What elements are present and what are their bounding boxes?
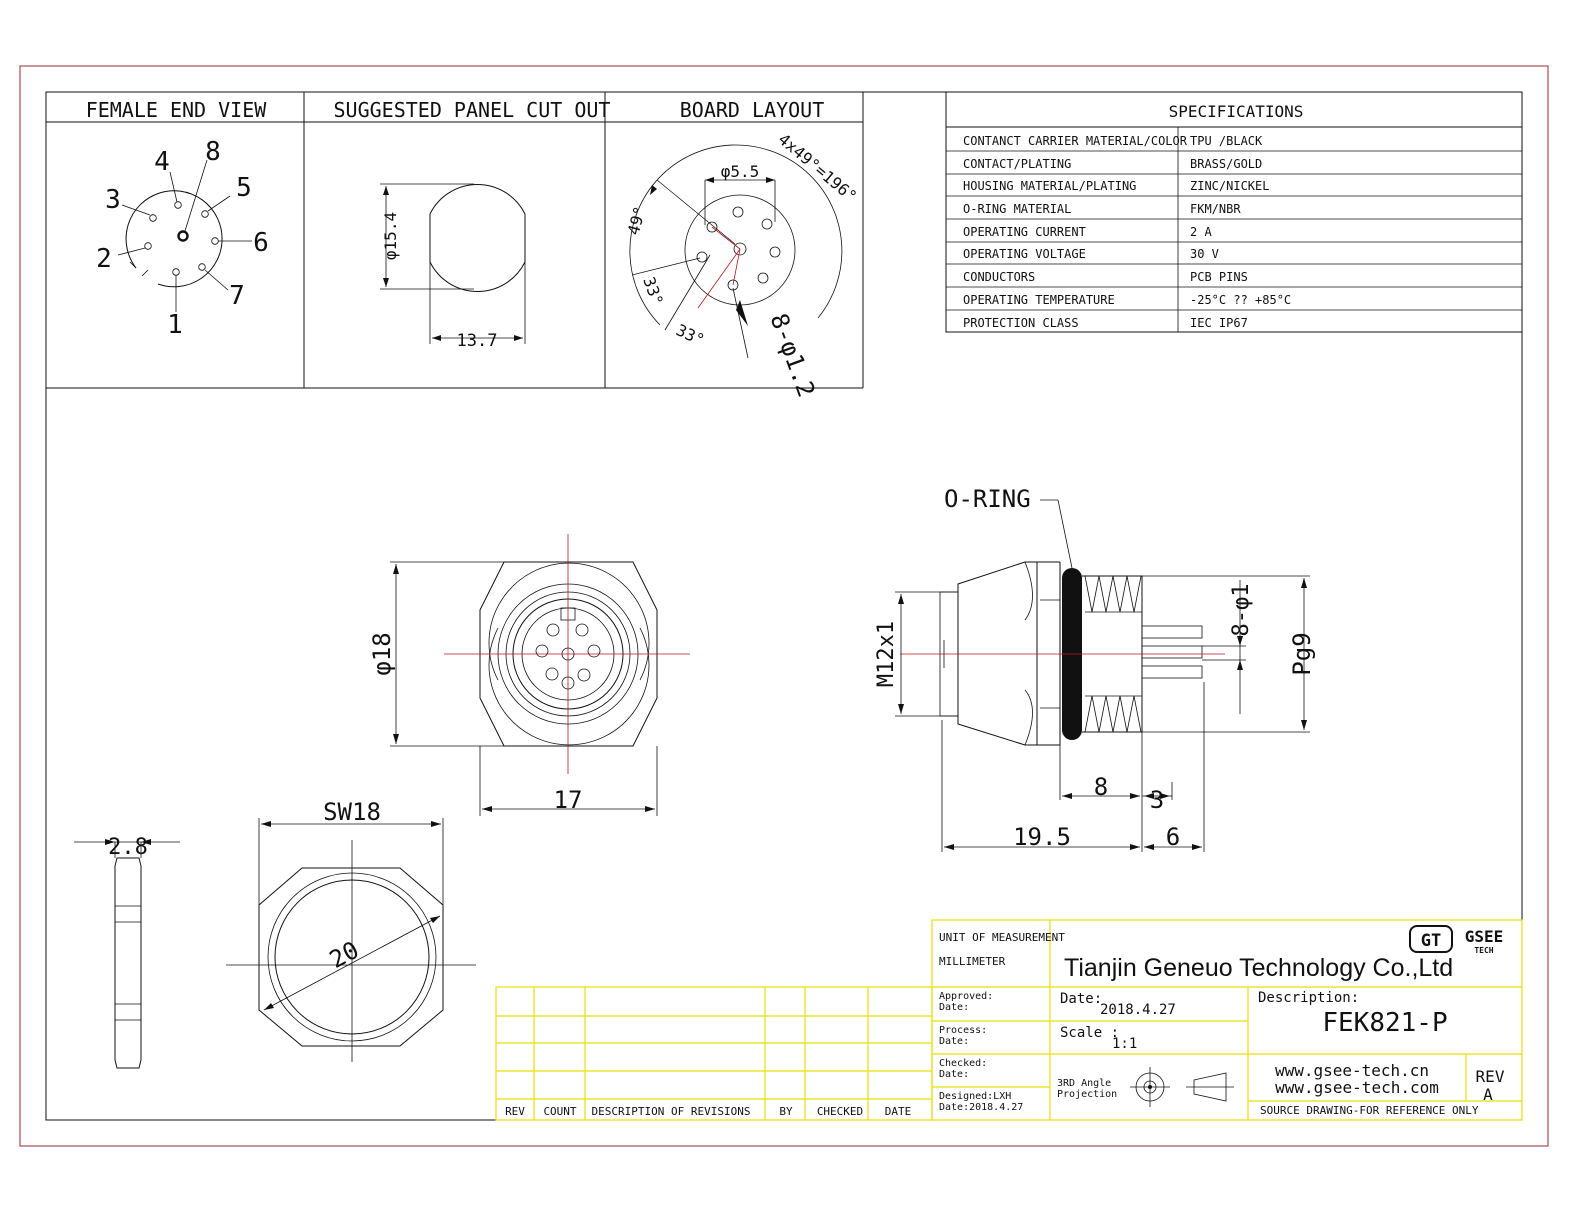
approved-label: Approved: <box>939 991 993 1002</box>
spec-value: 2 A <box>1190 225 1212 239</box>
checked-label: Checked: <box>939 1058 987 1069</box>
company-name: Tianjin Geneuo Technology Co.,Ltd <box>1064 954 1453 982</box>
oring-label: O-RING <box>944 485 1031 513</box>
designed-date-label: Date:2018.4.27 <box>939 1102 1023 1113</box>
logo-text: GSEE <box>1465 927 1504 946</box>
spec-label: CONTANCT CARRIER MATERIAL/COLOR <box>963 134 1188 148</box>
description-value: FEK821-P <box>1322 1008 1447 1038</box>
checked-date-label: Date: <box>939 1069 969 1080</box>
side-view: O-RING M12x1 Pg9 8-φ1 8 3 19.5 6 <box>874 485 1316 852</box>
title-block: UNIT OF MEASUREMENT MILLIMETER Tianjin G… <box>931 919 1523 1121</box>
nut-diameter-dim: 20 <box>325 936 364 974</box>
view-panels: FEMALE END VIEW SUGGESTED PANEL CUT OUT … <box>46 92 864 389</box>
front-width-dim: 17 <box>554 786 583 814</box>
spec-value: IEC IP67 <box>1190 316 1248 330</box>
pin-7-label: 7 <box>229 281 245 311</box>
female-end-view-title: FEMALE END VIEW <box>86 98 268 122</box>
spec-value: TPU /BLACK <box>1190 134 1263 148</box>
spec-value: BRASS/GOLD <box>1190 157 1262 171</box>
revisions-table: REV COUNT DESCRIPTION OF REVISIONS BY CH… <box>495 986 933 1121</box>
scale-label: Scale : <box>1060 1025 1119 1041</box>
nut-thickness-dim: 2.8 <box>108 835 148 860</box>
pin-4-label: 4 <box>154 147 170 177</box>
rev-label: REV <box>1476 1067 1505 1086</box>
panel-cut-out-view: φ15.4 13.7 <box>380 183 526 351</box>
projection-symbol-icon <box>1130 1067 1234 1107</box>
scale-value: 1:1 <box>1112 1036 1137 1052</box>
female-end-view: 1 2 3 4 5 6 7 8 <box>96 137 269 340</box>
dim-19-5: 19.5 <box>1013 823 1071 851</box>
pin-3-label: 3 <box>105 185 121 215</box>
spec-label: OPERATING VOLTAGE <box>963 247 1086 261</box>
description-header: DESCRIPTION OF REVISIONS <box>592 1105 751 1118</box>
pin-6-label: 6 <box>253 228 269 258</box>
spec-value: 30 V <box>1190 247 1219 261</box>
spec-value: -25°C ?? +85°C <box>1190 293 1291 307</box>
specifications-title: SPECIFICATIONS <box>1169 102 1304 121</box>
board-holes-dim: 8-φ1.2 <box>765 310 821 401</box>
spec-value: ZINC/NICKEL <box>1190 179 1269 193</box>
front-view: φ18 17 <box>368 534 690 816</box>
nut-front-view: SW18 20 <box>226 798 476 1062</box>
description-label: Description: <box>1258 990 1359 1006</box>
nut-side-view: 2.8 <box>74 835 180 1069</box>
nut-sw-dim: SW18 <box>323 798 381 826</box>
pg-dim: Pg9 <box>1288 632 1316 675</box>
logo-sub: TECH <box>1474 946 1493 955</box>
front-diameter-dim: φ18 <box>368 632 396 675</box>
board-layout-title: BOARD LAYOUT <box>680 98 825 122</box>
dim-8: 8 <box>1094 773 1108 801</box>
board-layout-view: φ5.5 4x49°=196° 49° 33° 33° 8-φ1.2 <box>624 130 861 401</box>
pin-1-label: 1 <box>167 310 183 340</box>
count-header: COUNT <box>543 1105 576 1118</box>
url-1: www.gsee-tech.cn <box>1275 1061 1429 1080</box>
pin-2-label: 2 <box>96 244 112 274</box>
board-center-dim: φ5.5 <box>721 162 760 181</box>
spec-value: PCB PINS <box>1190 270 1248 284</box>
spec-label: O-RING MATERIAL <box>963 202 1071 216</box>
by-header: BY <box>779 1105 793 1118</box>
panel-cut-out-title: SUGGESTED PANEL CUT OUT <box>334 98 611 122</box>
board-angle-c: 33° <box>673 320 707 349</box>
reference-note: SOURCE DRAWING-FOR REFERENCE ONLY <box>1260 1104 1479 1117</box>
spec-label: OPERATING CURRENT <box>963 225 1086 239</box>
projection-line-2: Projection <box>1057 1089 1117 1100</box>
projection-line-1: 3RD Angle <box>1057 1078 1111 1089</box>
spec-value: FKM/NBR <box>1190 202 1241 216</box>
pin-5-label: 5 <box>236 173 252 203</box>
pins-dim: 8-φ1 <box>1229 584 1254 637</box>
sheet-border <box>19 65 1549 1147</box>
date-header: DATE <box>885 1105 912 1118</box>
process-label: Process: <box>939 1025 987 1036</box>
logo-mark: GT <box>1421 931 1441 951</box>
rev-header: REV <box>505 1105 525 1118</box>
date-value: 2018.4.27 <box>1100 1002 1176 1018</box>
unit-value: MILLIMETER <box>939 955 1006 968</box>
rev-value: A <box>1483 1085 1493 1104</box>
process-date-label: Date: <box>939 1036 969 1047</box>
approved-date-label: Date: <box>939 1002 969 1013</box>
spec-label: PROTECTION CLASS <box>963 316 1079 330</box>
designed-label: Designed:LXH <box>939 1091 1011 1102</box>
spec-label: CONTACT/PLATING <box>963 157 1071 171</box>
thread-dim: M12x1 <box>874 621 899 687</box>
gsee-logo: GT GSEE TECH <box>1409 925 1504 955</box>
url-2: www.gsee-tech.com <box>1275 1078 1439 1097</box>
spec-label: HOUSING MATERIAL/PLATING <box>963 179 1136 193</box>
checked-header: CHECKED <box>817 1105 863 1118</box>
dim-6: 6 <box>1166 823 1180 851</box>
pin-8-label: 8 <box>205 137 221 167</box>
board-pattern-dim: 4x49°=196° <box>775 130 861 206</box>
specifications-table: SPECIFICATIONS CONTANCT CARRIER MATERIAL… <box>945 91 1523 333</box>
date-label: Date: <box>1060 991 1102 1007</box>
cutout-width-dim: 13.7 <box>457 331 498 351</box>
spec-label: OPERATING TEMPERATURE <box>963 293 1115 307</box>
cutout-height-dim: φ15.4 <box>381 212 400 260</box>
board-angle-a: 49° <box>624 204 650 237</box>
dim-3: 3 <box>1150 786 1164 814</box>
unit-label: UNIT OF MEASUREMENT <box>939 931 1065 944</box>
spec-label: CONDUCTORS <box>963 270 1035 284</box>
